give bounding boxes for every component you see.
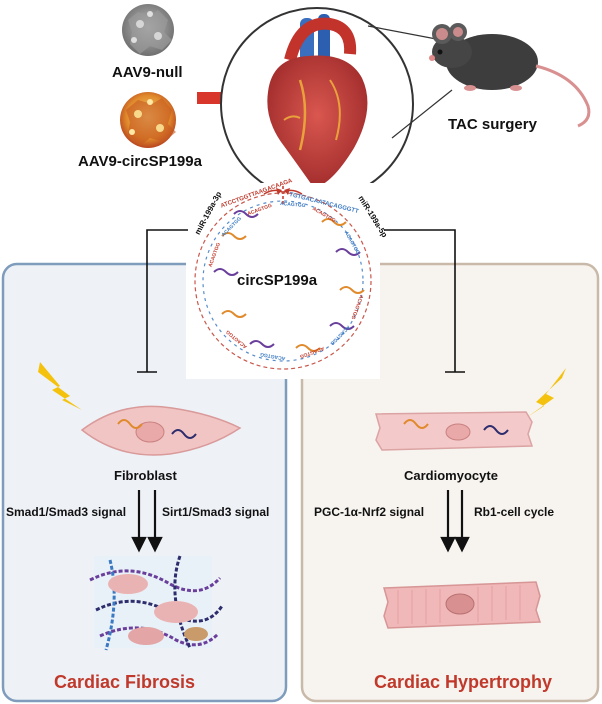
signal-arrows-right bbox=[440, 490, 470, 553]
aav9-circsp199a-particle-icon bbox=[120, 92, 176, 148]
aav9-circsp199a-label: AAV9-circSP199a bbox=[78, 153, 202, 170]
cardiomyocyte-cell-icon bbox=[375, 411, 534, 451]
aav9-null-label: AAV9-null bbox=[112, 64, 183, 81]
inhibition-lines bbox=[137, 229, 465, 373]
signal-arrows-left bbox=[131, 490, 163, 553]
mouse-icon bbox=[429, 23, 591, 128]
stress-lightning-icon-left bbox=[38, 362, 82, 410]
aav9-null-particle-icon bbox=[122, 4, 174, 56]
rb1-cell-cycle-label: Rb1-cell cycle bbox=[474, 505, 555, 519]
cardiac-fibrosis-title: Cardiac Fibrosis bbox=[54, 672, 196, 692]
cardiomyocyte-label: Cardiomyocyte bbox=[404, 468, 498, 483]
hypertrophic-cardiomyocyte-icon bbox=[383, 581, 542, 629]
circrna-ring bbox=[194, 186, 372, 370]
sirt1-smad3-label: Sirt1/Smad3 signal bbox=[162, 505, 270, 519]
circsp199a-label: circSP199a bbox=[237, 272, 318, 289]
tac-surgery-label: TAC surgery bbox=[448, 116, 537, 133]
smad1-smad3-label: Smad1/Smad3 signal bbox=[6, 505, 127, 519]
pgc-nrf2-label: PGC-1α-Nrf2 signal bbox=[314, 505, 425, 519]
fibroblast-cell-icon bbox=[80, 405, 242, 456]
fibroblast-label: Fibroblast bbox=[114, 468, 177, 483]
circrna-box bbox=[186, 183, 380, 379]
cardiac-hypertrophy-title: Cardiac Hypertrophy bbox=[374, 672, 553, 692]
stress-lightning-icon-right bbox=[526, 368, 566, 418]
fibrotic-tissue-icon bbox=[89, 555, 224, 651]
heart-icon bbox=[267, 14, 368, 188]
